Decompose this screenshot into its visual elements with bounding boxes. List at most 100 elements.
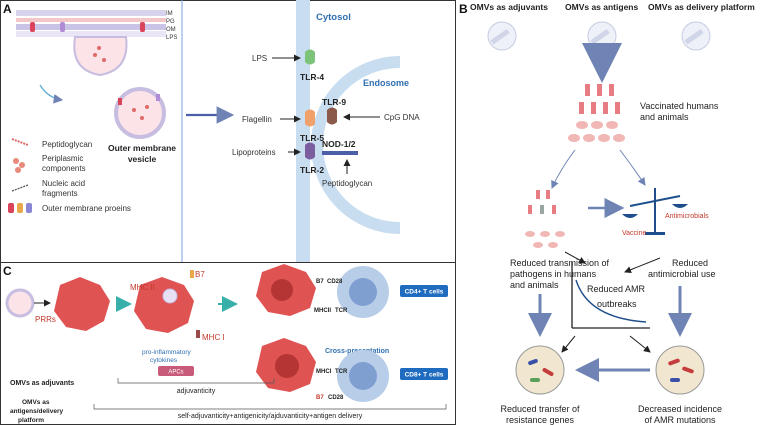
cd4-badge (400, 285, 448, 297)
cytokines-line1: pro-inflammatory (142, 349, 192, 356)
panel-b: B OMVs as adjuvants OMVs as antigens OMV… (459, 2, 755, 425)
header-adjuvants: OMVs as adjuvants (470, 2, 548, 12)
apc-nucleus-bottom (275, 354, 299, 378)
antimicrobials-label: Antimicrobials (665, 213, 709, 220)
cell-membrane-band (296, 0, 310, 262)
balance-scale-icon (622, 188, 688, 235)
amr-line2: outbreaks (597, 299, 637, 309)
receptor-tlr4: TLR-4 (300, 72, 324, 82)
prrs-label: PRRs (35, 315, 56, 324)
header-antigens: OMVs as antigens (565, 2, 638, 12)
bottom-tcr: TCR (335, 369, 348, 375)
row2-label-line3: platform (18, 417, 44, 424)
apc-cell-2 (134, 277, 194, 333)
transmission-line1: Reduced transmission of (510, 258, 610, 268)
tlr2-icon (305, 142, 315, 160)
row2-label-line1: OMVs as (22, 399, 50, 406)
omv-vesicle (114, 87, 166, 139)
ligand-peptidoglycan: Peptidoglycan (322, 179, 372, 188)
apc-nucleus-top (271, 279, 293, 301)
endosome-label: Endosome (363, 78, 409, 88)
petri-dish-mutations-icon (655, 345, 705, 395)
row2-label-line2: antigens/delivery (10, 408, 63, 415)
vaccinated-line2: and animals (640, 112, 689, 122)
transmission-line3: and animals (510, 280, 559, 290)
cd8-tcell-nucleus (349, 362, 377, 390)
apc-cell-1 (54, 277, 110, 331)
mhc2-label: MHC II (130, 283, 155, 292)
amr-line1: Reduced AMR (587, 284, 646, 294)
nod-icon (322, 151, 358, 155)
arrow-from-antimicrobial (624, 257, 661, 274)
incidence-line1: Decreased incidence (638, 404, 722, 414)
row2-bracket (93, 404, 447, 410)
cd8-badge (400, 368, 448, 380)
legend-periplasmic-line2: components (42, 164, 86, 173)
layer-im: IM (166, 11, 173, 17)
receptor-tlr5: TLR-5 (300, 133, 324, 143)
bacterial-membrane: IM PG OM LPS (16, 10, 177, 77)
legend-outer-membrane: Outer membrane proeins (42, 204, 131, 213)
ligand-lps: LPS (252, 54, 267, 63)
row1-value: adjuvanticity (177, 388, 216, 395)
legend: Peptidoglycan Periplasmic components Nuc… (8, 138, 131, 213)
row1-bracket (117, 378, 275, 384)
panel-a: A IM PG OM LPS (3, 0, 420, 262)
tlr4-icon (305, 49, 315, 65)
ligand-flagellin: Flagellin (242, 115, 272, 124)
arrow-to-transmission (551, 149, 576, 189)
legend-nucleic-line1: Nucleic acid (42, 179, 85, 188)
panel-b-letter: B (459, 2, 468, 16)
ligand-lipoproteins: Lipoproteins (232, 148, 276, 157)
endosome-membrane (311, 56, 401, 234)
omv-label-line2: vesicle (128, 154, 157, 164)
arrow-from-transmission (564, 251, 586, 264)
panel-a-letter: A (3, 2, 12, 16)
ligand-cpg: CpG DNA (384, 113, 420, 122)
layer-pg: PG (166, 19, 175, 25)
layer-om: OM (166, 27, 176, 33)
people-icon (579, 84, 620, 114)
cd8-label: CD8+ T cells (405, 372, 444, 379)
row2-value: self-adjuvanticity+antigenicity/ajduvant… (178, 413, 363, 420)
top-cd28: CD28 (327, 279, 343, 285)
syringe-adjuvants-icon (487, 21, 517, 51)
receptor-tlr2: TLR-2 (300, 165, 324, 175)
antimicrobial-line1: Reduced (672, 258, 708, 268)
amr-decline-graph (571, 262, 650, 329)
transfer-line1: Reduced transfer of (500, 404, 580, 414)
syringe-antigens-icon (587, 21, 617, 51)
incidence-line2: of AMR mutations (644, 415, 716, 425)
apcs-label: APCs (168, 370, 183, 376)
apcs-badge (158, 366, 194, 376)
release-arrow (39, 84, 64, 104)
mhc1-label: MHC I (202, 333, 225, 342)
bottom-cd28: CD28 (328, 395, 344, 401)
transfer-line2: resistance genes (506, 415, 575, 425)
panel-c-letter: C (3, 264, 12, 278)
tlr5-icon (305, 109, 315, 127)
panel-c: C PRRs MHC II B7 MHC I pro-inflammatory … (3, 264, 448, 424)
header-delivery: OMVs as delivery platform (648, 2, 755, 12)
cytokines-line2: cytokines (150, 357, 178, 364)
antimicrobial-line2: antimicrobial use (648, 269, 716, 279)
petri-dish-genes-icon (515, 345, 565, 395)
receptor-tlr9: TLR-9 (322, 97, 346, 107)
transmission-line2: pathogens in humans (510, 269, 597, 279)
cd4-tcell-nucleus (349, 278, 377, 306)
tlr9-icon (327, 107, 337, 125)
legend-nucleic-line2: fragments (42, 189, 78, 198)
people-animals-small-icon (525, 190, 565, 248)
bottom-b7: B7 (316, 395, 324, 401)
top-mhcii: MHCII (314, 308, 331, 314)
bottom-mhci: MHCI (316, 369, 332, 375)
top-b7: B7 (316, 279, 324, 285)
vaccine-label: Vaccine (622, 230, 646, 237)
omv-label-line1: Outer membrane (108, 143, 176, 153)
cytosol-label: Cytosol (316, 12, 351, 23)
arrow-graph-genes (561, 335, 576, 353)
cd4-label: CD4+ T cells (405, 289, 444, 296)
legend-peptidoglycan: Peptidoglycan (42, 140, 92, 149)
omv-small (5, 288, 35, 318)
